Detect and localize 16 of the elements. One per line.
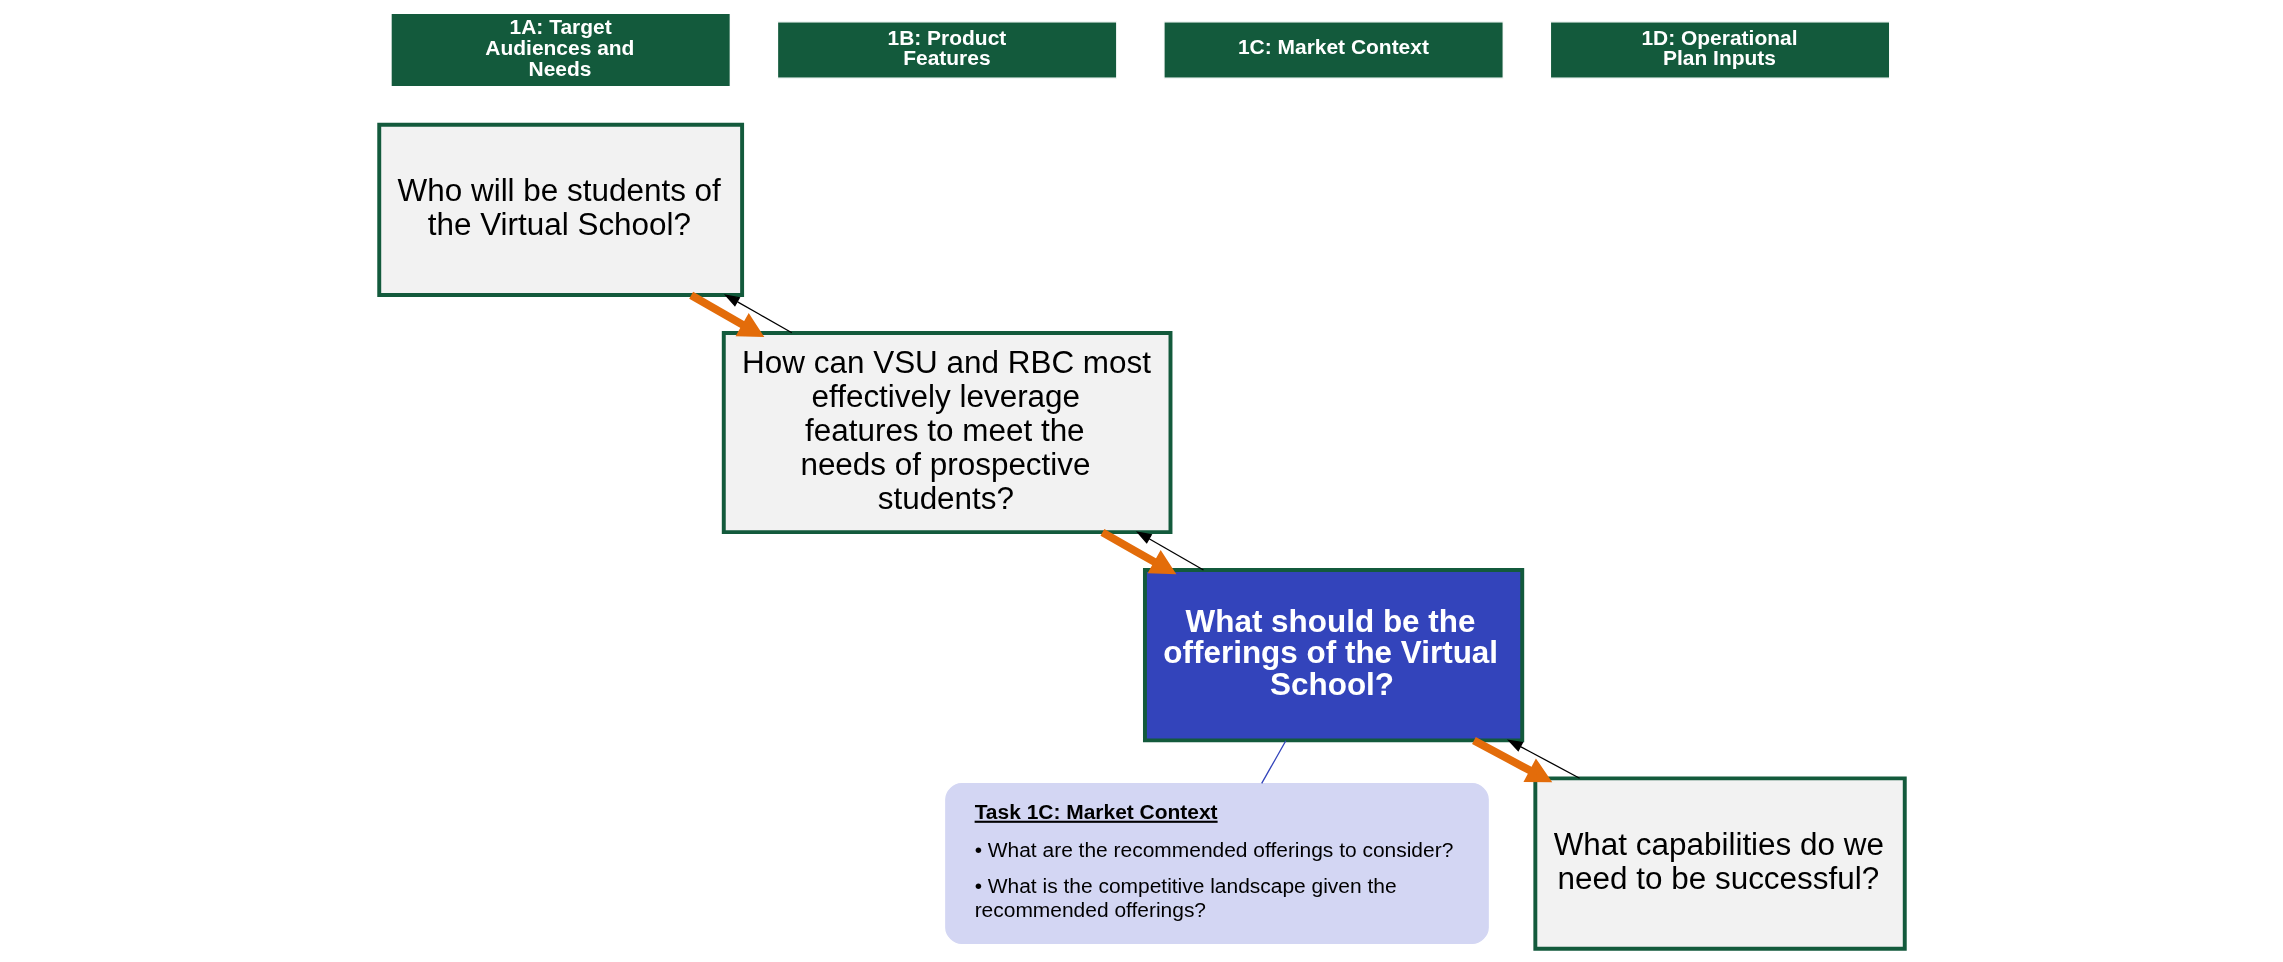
arrow <box>1135 531 1204 571</box>
arrow <box>1099 528 1176 575</box>
node-box: 1A: Target Audiences and Needs <box>389 12 731 88</box>
node-box: How can VSU and RBC most effectively leverage features to meet the needs of prospective students? <box>721 331 1172 535</box>
node-box: Task 1C: Market Context • What are the recommended offerings to consider? • What is the competitive landscape given the recommended offerings? <box>944 782 1489 945</box>
arrow <box>1506 739 1580 779</box>
arrow <box>688 291 764 338</box>
node-box: 1B: Product Features <box>776 21 1117 79</box>
node-box: What capabilities do we need to be successful? <box>1532 776 1907 951</box>
node-box: 1D: Operational Plan Inputs <box>1549 21 1890 79</box>
arrow <box>723 294 792 334</box>
node-box: 1C: Market Context <box>1162 21 1504 79</box>
connector <box>1260 740 1286 785</box>
arrow <box>1471 737 1552 783</box>
node-box: Who will be students of the Virtual School? <box>376 122 744 297</box>
node-box: What should be the offerings of the Virtual School? <box>1142 568 1524 743</box>
